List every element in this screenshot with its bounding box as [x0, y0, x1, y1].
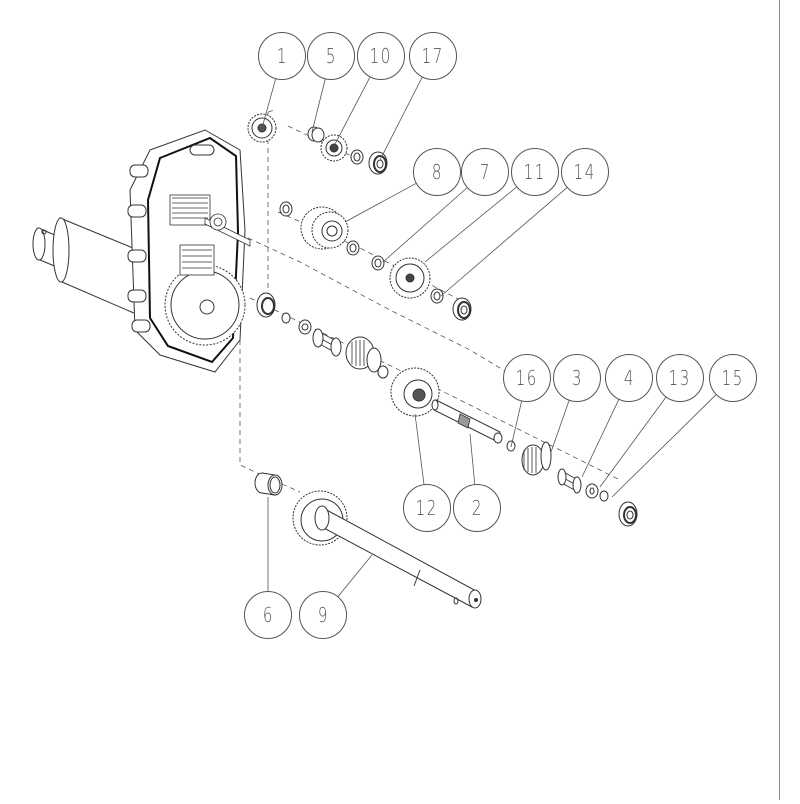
parts-row-2 — [279, 201, 472, 321]
callout-12: 12 — [403, 484, 451, 532]
callout-6: 6 — [244, 591, 292, 639]
callout-8: 8 — [413, 148, 461, 196]
callout-1: 1 — [258, 32, 306, 80]
callout-4: 4 — [605, 354, 653, 402]
callout-14: 14 — [561, 148, 609, 196]
parts-row-4 — [431, 399, 638, 527]
callout-15: 15 — [709, 354, 757, 402]
callout-11: 11 — [511, 148, 559, 196]
callout-13: 13 — [656, 354, 704, 402]
frame-border-line — [779, 0, 780, 800]
callout-7: 7 — [461, 148, 509, 196]
callout-5: 5 — [307, 32, 355, 80]
callout-10: 10 — [357, 32, 405, 80]
callout-9: 9 — [299, 591, 347, 639]
callout-leader-lines — [261, 77, 717, 597]
callout-3: 3 — [553, 354, 601, 402]
parts-row-1 — [247, 113, 388, 175]
parts-row-5 — [254, 472, 482, 609]
callout-16: 16 — [503, 354, 551, 402]
parts-row-3 — [256, 292, 440, 417]
gearbox-housing — [32, 129, 251, 373]
callout-17: 17 — [409, 32, 457, 80]
callout-2: 2 — [453, 484, 501, 532]
